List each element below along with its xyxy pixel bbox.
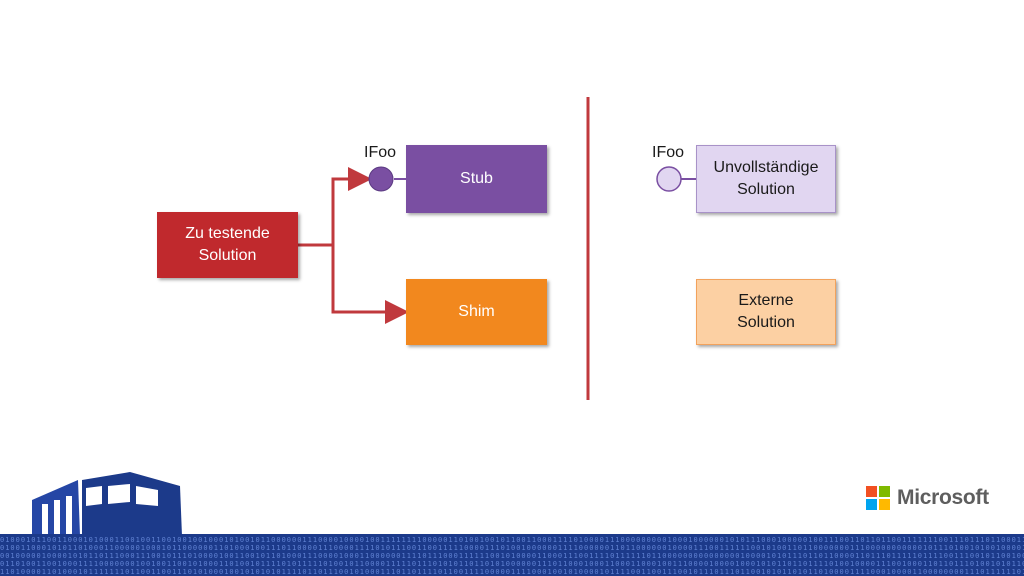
incomplete-solution-label: Unvollständige Solution	[713, 159, 819, 198]
stub-box: Stub	[406, 145, 547, 213]
interface-label-left: IFoo	[364, 144, 397, 161]
interface-lollipop-icon	[368, 166, 394, 192]
castle-logo-icon	[32, 472, 182, 536]
external-solution-label: Externe Solution	[737, 292, 795, 331]
shim-box: Shim	[406, 279, 547, 345]
footer-binary-strip: 0100010110011000101000110010011001001001…	[0, 534, 1024, 576]
shim-label: Shim	[458, 303, 495, 320]
microsoft-wordmark: Microsoft	[897, 486, 989, 509]
incomplete-solution-box: Unvollständige Solution	[696, 145, 836, 213]
microsoft-logo-icon	[866, 486, 890, 510]
connector-to-stub	[298, 167, 372, 247]
connector-to-shim	[331, 245, 409, 324]
external-solution-box: Externe Solution	[696, 279, 836, 345]
stub-label: Stub	[460, 170, 493, 187]
interface-lollipop-icon	[656, 166, 682, 192]
solution-under-test-box: Zu testende Solution	[157, 212, 298, 278]
microsoft-logo: Microsoft	[866, 486, 989, 510]
interface-label-right: IFoo	[652, 144, 685, 161]
solution-under-test-label: Zu testende Solution	[185, 225, 270, 264]
